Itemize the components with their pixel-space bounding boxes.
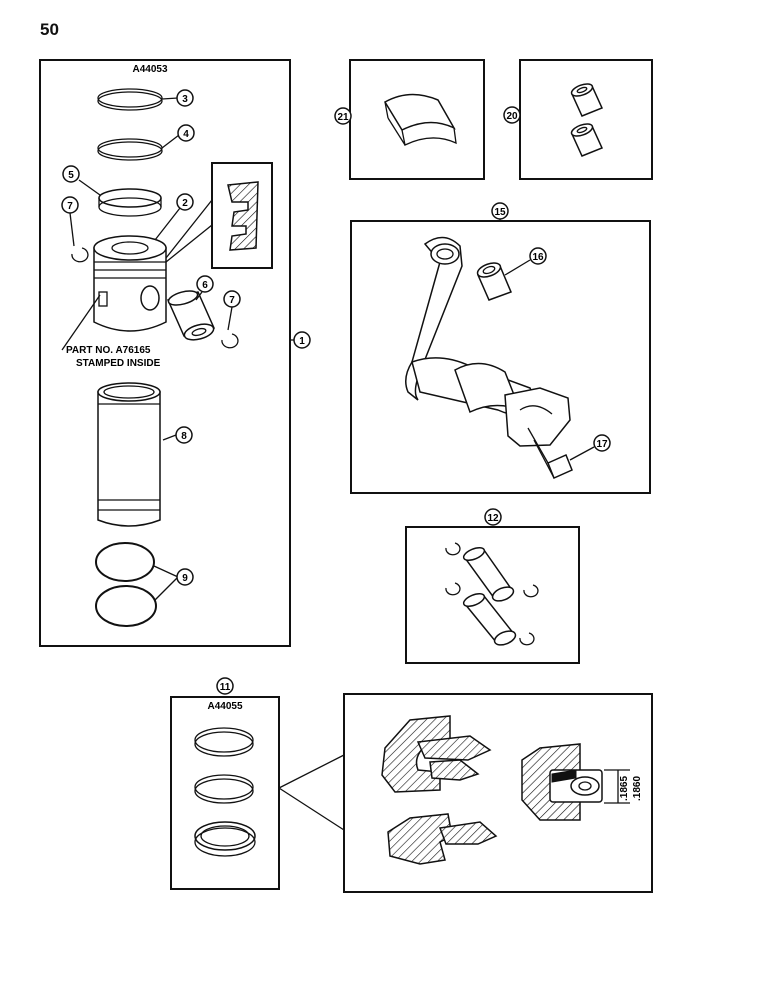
svg-text:15: 15 [494, 207, 506, 218]
bushing-20-upper [570, 83, 604, 117]
svg-text:3: 3 [182, 94, 188, 105]
svg-text:5: 5 [68, 170, 74, 181]
callout-9: 9 [153, 565, 194, 601]
ring-kit-11-panel [170, 696, 280, 890]
svg-text:1: 1 [299, 336, 305, 347]
detail-leader-top [278, 754, 345, 789]
dimension-value-max: .1865 [619, 776, 630, 801]
note-line-2: STAMPED INSIDE [76, 358, 161, 369]
connecting-rod-15 [405, 236, 571, 447]
ring-gap-gauge-detail [521, 743, 603, 821]
svg-text:2: 2 [182, 198, 188, 209]
piston-pin-6 [166, 290, 216, 341]
callout-16: 16 [504, 247, 547, 276]
snap-ring-7-right [221, 333, 239, 349]
ring-section-top [381, 715, 492, 793]
bushing-20-lower [570, 123, 604, 157]
svg-text:21: 21 [337, 112, 349, 123]
svg-text:4: 4 [183, 129, 189, 140]
callout-6: 6 [195, 275, 214, 301]
svg-text:11: 11 [220, 682, 231, 693]
svg-text:7: 7 [67, 201, 73, 212]
ring-kit-11-rings [194, 727, 256, 857]
callout-8: 8 [162, 426, 193, 444]
cylinder-sleeve-8 [97, 382, 161, 527]
svg-text:12: 12 [487, 513, 499, 524]
compression-ring-4 [97, 138, 163, 161]
callout-5: 5 [62, 165, 101, 196]
rod-bolt-17 [527, 427, 573, 480]
svg-text:20: 20 [506, 111, 518, 122]
callout-12: 12 [484, 508, 502, 526]
callout-2: 2 [154, 193, 194, 241]
callout-3: 13 [161, 89, 194, 107]
pin-kit-12-panel [405, 526, 580, 664]
piston-kit-panel [39, 59, 291, 647]
dimension-callout: .1865 .1860 [604, 769, 643, 804]
svg-text:6: 6 [202, 280, 208, 291]
bushing-20-panel [519, 59, 653, 180]
callout-1: 1 [290, 331, 311, 349]
snap-ring-7-left [71, 247, 89, 263]
dimension-value-min: .1860 [632, 776, 643, 801]
svg-text:16: 16 [532, 252, 544, 263]
compression-ring-3 [97, 88, 163, 111]
svg-text:9: 9 [182, 573, 188, 584]
ring-kit-label: A44055 [207, 701, 242, 712]
ring-section-bottom [387, 813, 498, 865]
o-ring-9-lower [95, 585, 157, 627]
callout-7-left: 7 [61, 196, 79, 247]
piston-2 [93, 235, 167, 332]
note-line-1: PART NO. A76165 [66, 345, 151, 356]
callout-17: 17 [569, 434, 611, 461]
ring-section-detail-panel [343, 693, 653, 893]
page-number: 50 [40, 20, 59, 39]
connecting-rod-15-panel [350, 220, 651, 494]
detail-leader-bottom [278, 787, 345, 831]
svg-text:17: 17 [596, 439, 608, 450]
svg-text:7: 7 [229, 295, 235, 306]
pin-kit-12-contents [445, 542, 539, 646]
callout-20: 20 [503, 106, 521, 124]
callout-15: 15 [491, 202, 509, 221]
callout-21: 21 [334, 107, 352, 125]
callout-11: 11 [216, 677, 234, 695]
svg-text:8: 8 [181, 431, 187, 442]
ring-groove-detail [165, 162, 273, 269]
main-bearing-21 [383, 93, 457, 146]
callout-7-right: 7 [223, 290, 241, 331]
oil-ring-5 [98, 188, 162, 217]
note-leader [61, 294, 101, 351]
callout-4: 4 [161, 124, 195, 149]
piston-kit-label: A44053 [132, 64, 167, 75]
o-ring-9-upper [95, 542, 155, 582]
rod-bushing-16 [476, 262, 512, 301]
